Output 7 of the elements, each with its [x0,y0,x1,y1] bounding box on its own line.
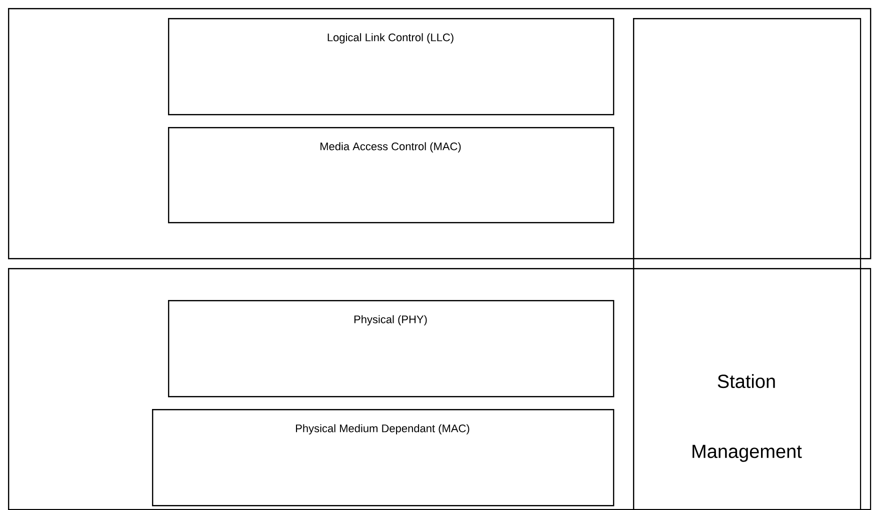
layer-box: Logical Link Control (LLC) [168,18,614,116]
management-column: Station Management [633,18,862,510]
group-box [8,8,872,260]
layer-box: Media Access Control (MAC) [168,127,614,224]
group-box [8,268,872,510]
layer-box: Physical Medium Dependant (MAC) [152,408,614,506]
layer-box: Physical (PHY) [168,300,614,398]
